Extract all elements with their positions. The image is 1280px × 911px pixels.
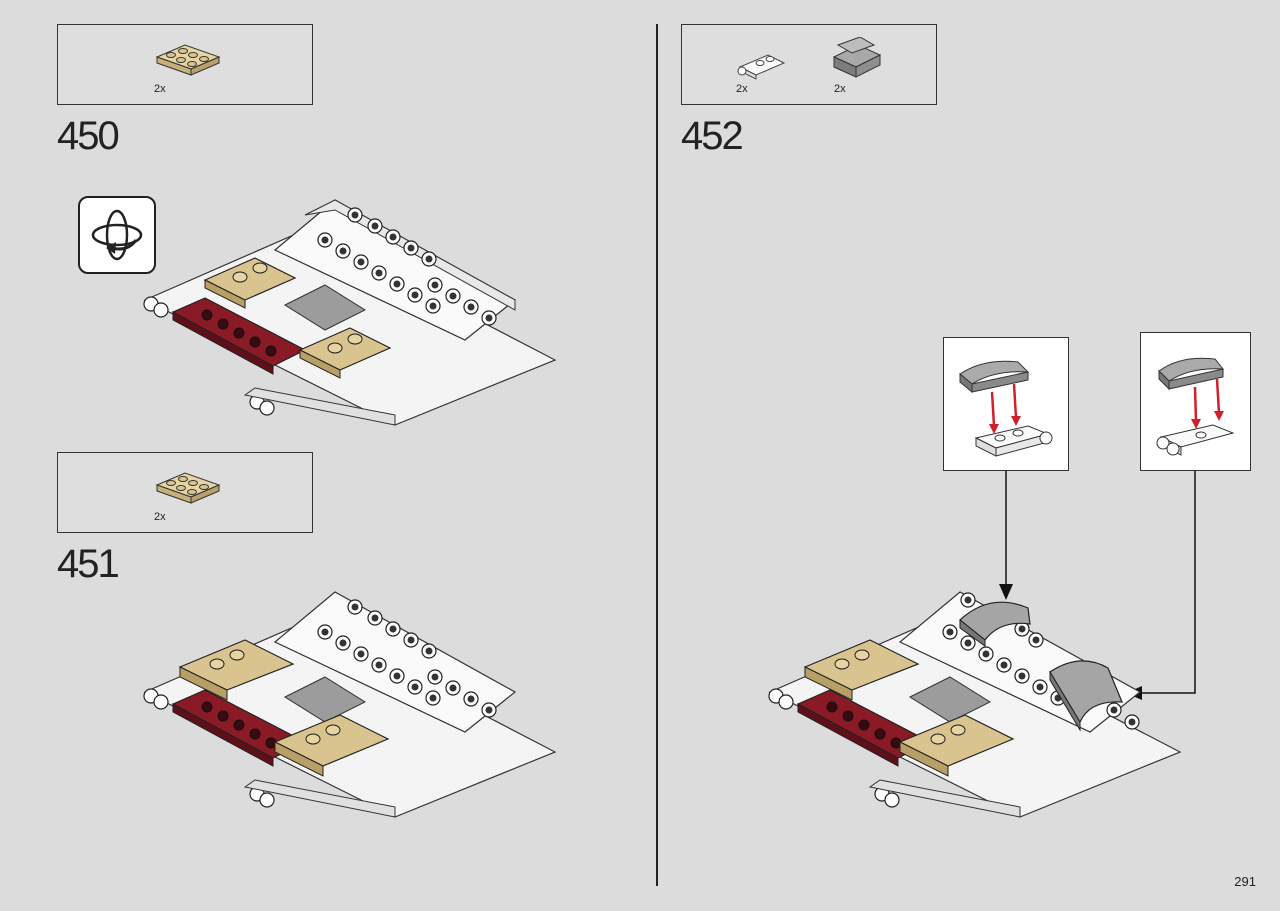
slope-on-clip-plate-illustration [959, 360, 1053, 457]
part-quantity: 2x [154, 83, 166, 95]
part-quantity: 2x [834, 83, 846, 95]
parts-box-step-450: 2x [57, 24, 313, 105]
page-number: 291 [1234, 874, 1256, 889]
callout-subassembly-left [943, 337, 1069, 471]
gray-curved-slope-icon [832, 37, 882, 78]
parts-box-step-451: 2x [57, 452, 313, 533]
callout-subassembly-right [1140, 332, 1251, 471]
model-step-450 [143, 199, 557, 426]
parts-box-step-452: 2x 2x [681, 24, 937, 105]
step-number-450: 450 [57, 114, 120, 158]
step-number-451: 451 [57, 542, 120, 586]
step-number-452: 452 [681, 114, 744, 158]
tan-plate-2x3-icon [155, 44, 221, 76]
white-plate-clip-icon [737, 54, 786, 80]
model-step-451 [143, 591, 557, 818]
page-divider [656, 24, 658, 886]
rotate-model-icon [78, 196, 156, 274]
slope-on-clip-plate-illustration [1156, 357, 1235, 456]
tan-plate-2x3-icon [155, 472, 221, 504]
model-step-452 [768, 591, 1182, 818]
part-quantity: 2x [736, 83, 748, 95]
part-quantity: 2x [154, 511, 166, 523]
